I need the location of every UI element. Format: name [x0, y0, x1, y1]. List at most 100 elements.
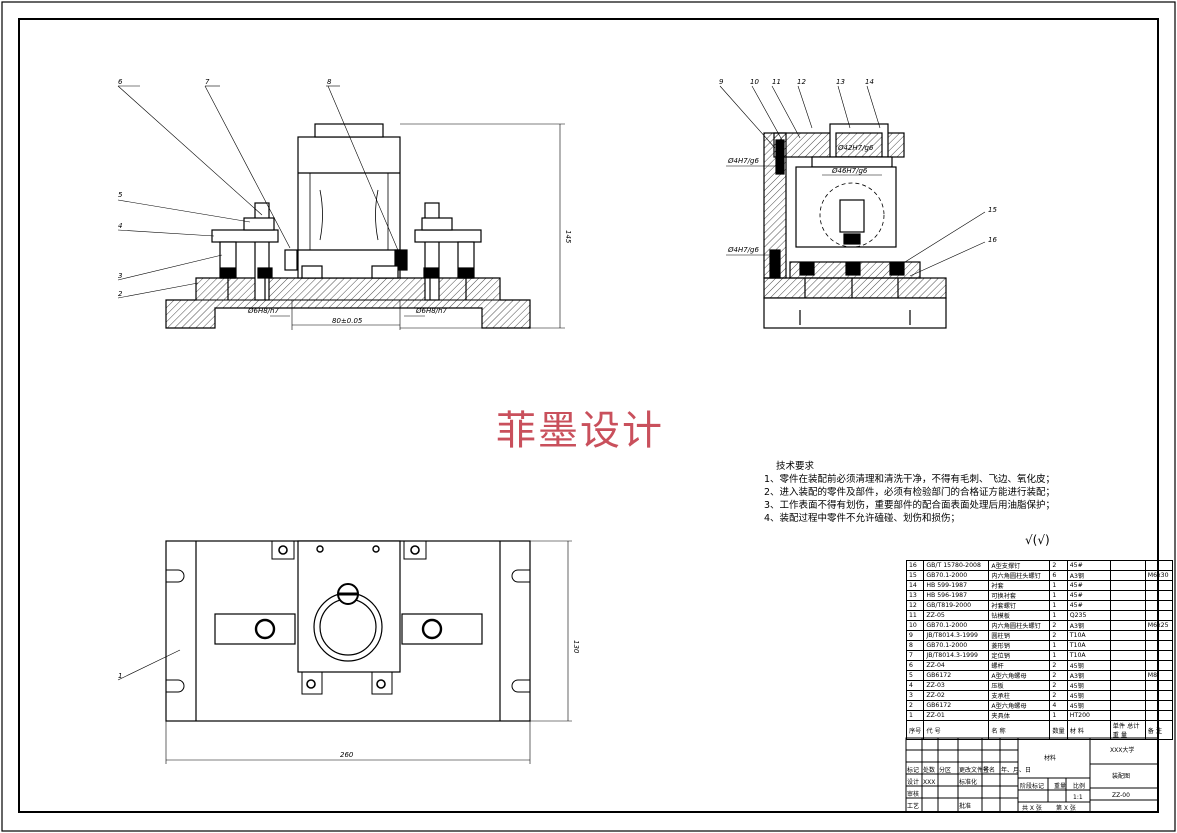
bom-cell-note: [1144, 700, 1173, 711]
dim-front-fit-right: Ø6H8/h7: [415, 307, 447, 315]
bom-cell-no: 2: [905, 700, 925, 711]
bom-cell-no: 5: [905, 670, 925, 681]
bom-cell-qty: 1: [1049, 600, 1068, 611]
top-view: [117, 540, 572, 764]
bom-header-row: 序号 代 号 名 称 数量 材 料 单件 总计重 量 备 注: [905, 720, 1173, 740]
bom-cell-mat: 45#: [1066, 600, 1111, 611]
tech-item: 3、工作表面不得有划伤，重要部件的配合面表面处理后用油脂保护；: [764, 500, 1056, 511]
callout-14: 14: [865, 78, 874, 86]
bom-cell-mat: T10A: [1066, 640, 1111, 651]
row-label-date: 年、月、日: [1001, 766, 1031, 774]
approve-label: 批准: [959, 802, 971, 810]
bom-cell-name: 钻模板: [988, 610, 1051, 621]
bom-cell-mat: 45钢: [1066, 660, 1111, 671]
tech-requirements: 技术要求 1、零件在装配前必须清理和清洗干净，不得有毛刺、飞边、氧化皮； 2、进…: [764, 460, 1144, 525]
bom-header-total: 总计: [1127, 723, 1140, 730]
bom-cell-code: JB/T8014.3-1999: [923, 650, 990, 661]
bom-cell-code: GB6172: [923, 700, 990, 711]
callout-5: 5: [118, 191, 123, 199]
bom-cell-weight: [1109, 560, 1146, 571]
bom-cell-note: [1144, 630, 1173, 641]
bom-cell-note: [1144, 610, 1173, 621]
bom-cell-name: 定位销: [988, 650, 1051, 661]
bom-cell-name: 支承柱: [988, 690, 1051, 701]
bom-cell-code: ZZ-04: [923, 660, 990, 671]
bom-cell-mat: Q235: [1066, 610, 1111, 621]
dim-top-width: 260: [340, 751, 354, 759]
bom-cell-code: GB/T 15780-2008: [923, 560, 990, 571]
bom-cell-weight: [1109, 570, 1146, 581]
row-label-mark: 标记: [907, 766, 919, 774]
bom-header-unit: 单件: [1112, 723, 1126, 730]
front-view: [117, 85, 565, 330]
bom-cell-note: M6x25: [1144, 620, 1173, 631]
dim-front-fit-left: Ø6H8/h7: [247, 307, 279, 315]
bom-cell-mat: 45钢: [1066, 690, 1111, 701]
bom-cell-mat: A3钢: [1066, 570, 1111, 581]
stage-label: 阶段标记: [1020, 782, 1044, 790]
bom-cell-weight: [1109, 580, 1146, 591]
bom-header-note: 备 注: [1144, 720, 1173, 740]
row-label-count: 处数: [923, 766, 935, 774]
bom-cell-no: 11: [905, 610, 925, 621]
dim-side-fit-2: Ø42H7/g6: [837, 144, 874, 152]
bom-cell-weight: [1109, 710, 1146, 721]
bom-cell-no: 4: [905, 680, 925, 691]
bom-cell-weight: [1109, 620, 1146, 631]
check-label: 审核: [907, 790, 919, 798]
bom-cell-weight: [1109, 640, 1146, 651]
callout-3: 3: [118, 272, 122, 280]
callout-13: 13: [836, 78, 845, 86]
bom-cell-name: A型支撑钉: [988, 560, 1051, 571]
dim-front-center: 80±0.05: [332, 317, 363, 325]
bom-cell-weight: [1109, 650, 1146, 661]
bom-cell-qty: 1: [1049, 650, 1068, 661]
bom-cell-name: 可换衬套: [988, 590, 1051, 601]
bom-cell-qty: 6: [1049, 570, 1068, 581]
bom-cell-code: GB70.1-2000: [923, 570, 990, 581]
process-label: 工艺: [907, 802, 919, 810]
bom-cell-code: JB/T8014.3-1999: [923, 630, 990, 641]
bom-cell-no: 9: [905, 630, 925, 641]
dim-side-fit-4: Ø4H7/g6: [727, 246, 759, 254]
tech-title: 技术要求: [776, 461, 815, 472]
bom-cell-qty: 1: [1049, 580, 1068, 591]
bom-cell-name: 压板: [988, 680, 1051, 691]
bom-cell-no: 7: [905, 650, 925, 661]
dim-side-fit-1: Ø4H7/g6: [727, 157, 759, 165]
bom-cell-name: 圆柱销: [988, 630, 1051, 641]
standardize-label: 标准化: [959, 778, 977, 786]
material-label: 材料: [1044, 754, 1056, 762]
bom-header-qty: 数量: [1049, 720, 1068, 740]
tech-item: 4、装配过程中零件不允许磕碰、划伤和损伤；: [764, 513, 961, 524]
bom-cell-mat: A3钢: [1066, 620, 1111, 631]
callout-9: 9: [719, 78, 724, 86]
bom-cell-note: [1144, 660, 1173, 671]
bom-cell-code: GB70.1-2000: [923, 620, 990, 631]
bom-cell-code: HB 599-1987: [923, 580, 990, 591]
scale-value: 1:1: [1073, 794, 1083, 801]
callout-6: 6: [118, 78, 123, 86]
bom-cell-note: M6x30: [1144, 570, 1173, 581]
row-label-change: 更改文件号: [959, 766, 989, 774]
bom-cell-name: A型六角螺母: [988, 700, 1051, 711]
bom-cell-qty: 1: [1049, 610, 1068, 621]
weight-label: 重量: [1054, 782, 1066, 790]
bom-cell-weight: [1109, 610, 1146, 621]
bom-cell-note: [1144, 690, 1173, 701]
bom-cell-mat: A3钢: [1066, 670, 1111, 681]
bom-cell-note: [1144, 640, 1173, 651]
bom-cell-note: [1144, 710, 1173, 721]
side-labels: 9 10 11 12 13 14 15 16 Ø4H7/g6 Ø42H7/g6 …: [719, 78, 997, 254]
